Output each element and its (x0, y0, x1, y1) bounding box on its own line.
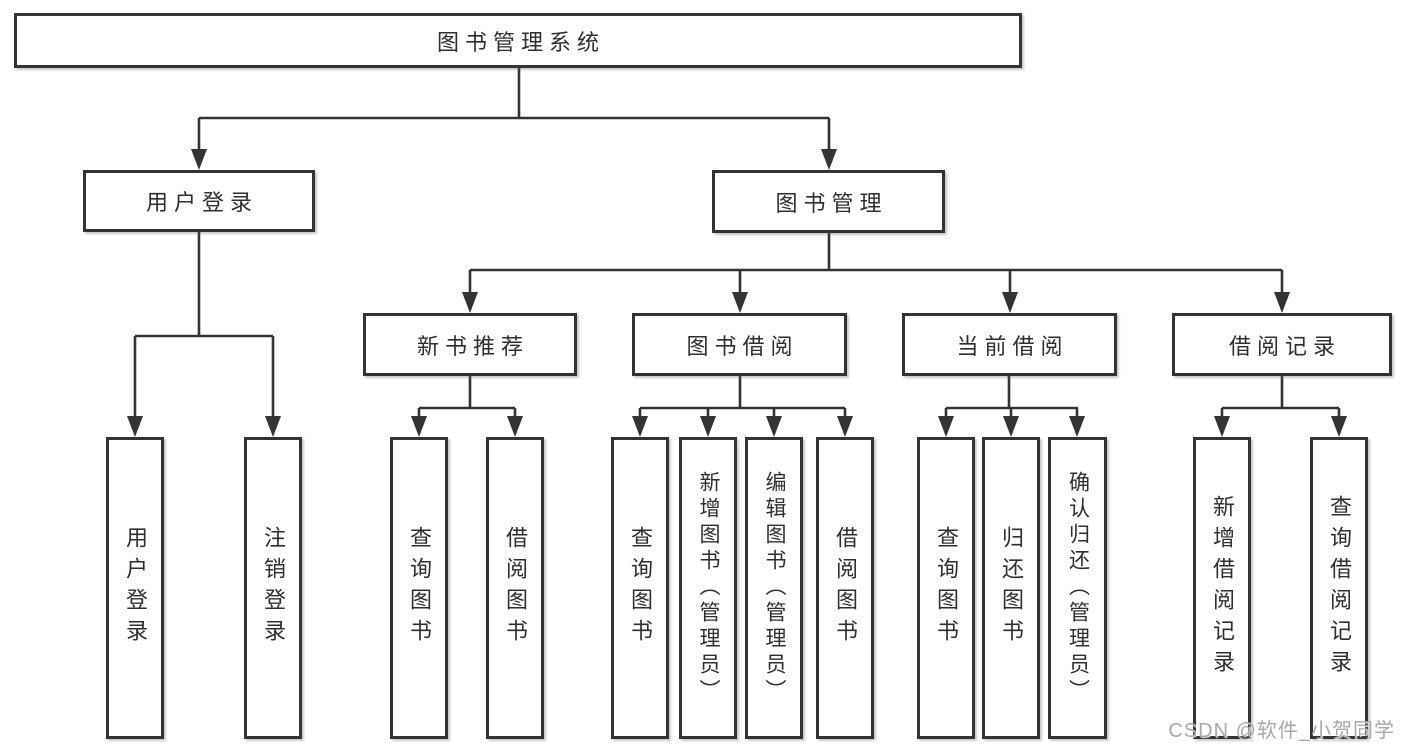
node-book-borrowing: 图书借阅 (632, 313, 847, 376)
leaf-user-login: 用户登录 (106, 437, 164, 739)
node-root-label: 图书管理系统 (436, 29, 605, 55)
leaf-logout-label: 注销登录 (261, 526, 286, 650)
leaf-borrowing-edit-books-admin-label: 编辑图书（管理员） (763, 471, 786, 705)
leaf-recommend-query-books-label: 查询图书 (407, 526, 432, 650)
node-new-book-recommend: 新书推荐 (363, 313, 577, 376)
node-new-book-recommend-label: 新书推荐 (416, 333, 529, 359)
node-user-login: 用户登录 (83, 170, 315, 232)
node-user-login-label: 用户登录 (145, 190, 258, 215)
leaf-borrowing-add-books-admin: 新增图书（管理员） (679, 437, 737, 739)
leaf-records-query-record: 查询借阅记录 (1310, 437, 1368, 739)
leaf-current-query-books: 查询图书 (917, 437, 975, 739)
leaf-current-query-books-label: 查询图书 (934, 526, 959, 650)
node-borrowing-records-label: 借阅记录 (1228, 333, 1341, 359)
leaf-records-add-record-label: 新增借阅记录 (1210, 495, 1235, 681)
leaf-recommend-query-books: 查询图书 (390, 437, 448, 739)
leaf-borrowing-borrow-books: 借阅图书 (816, 437, 874, 739)
node-borrowing-records: 借阅记录 (1172, 313, 1392, 376)
node-book-borrowing-label: 图书借阅 (686, 333, 799, 359)
leaf-borrowing-borrow-books-label: 借阅图书 (833, 526, 858, 650)
leaf-current-return-books: 归还图书 (982, 437, 1040, 739)
leaf-records-add-record: 新增借阅记录 (1193, 437, 1251, 739)
leaf-borrowing-query-books-label: 查询图书 (628, 526, 653, 650)
leaf-recommend-borrow-books: 借阅图书 (486, 437, 544, 739)
leaf-user-login-label: 用户登录 (123, 526, 148, 650)
leaf-logout: 注销登录 (244, 437, 302, 739)
node-current-borrowing-label: 当前借阅 (956, 333, 1069, 359)
leaf-current-confirm-return-admin: 确认归还（管理员） (1048, 437, 1107, 739)
leaf-current-confirm-return-admin-label: 确认归还（管理员） (1066, 471, 1090, 705)
node-book-management: 图书管理 (712, 170, 945, 233)
leaf-borrowing-query-books: 查询图书 (611, 437, 669, 739)
node-book-management-label: 图书管理 (775, 190, 888, 216)
leaf-current-return-books-label: 归还图书 (999, 526, 1024, 650)
csdn-watermark: CSDN @软件_小贺同学 (1168, 720, 1395, 742)
leaf-records-query-record-label: 查询借阅记录 (1327, 495, 1352, 681)
leaf-borrowing-add-books-admin-label: 新增图书（管理员） (697, 471, 720, 705)
node-current-borrowing: 当前借阅 (902, 313, 1117, 376)
leaf-borrowing-edit-books-admin: 编辑图书（管理员） (745, 437, 803, 739)
leaf-recommend-borrow-books-label: 借阅图书 (503, 526, 528, 650)
node-root-system: 图书管理系统 (14, 13, 1022, 68)
